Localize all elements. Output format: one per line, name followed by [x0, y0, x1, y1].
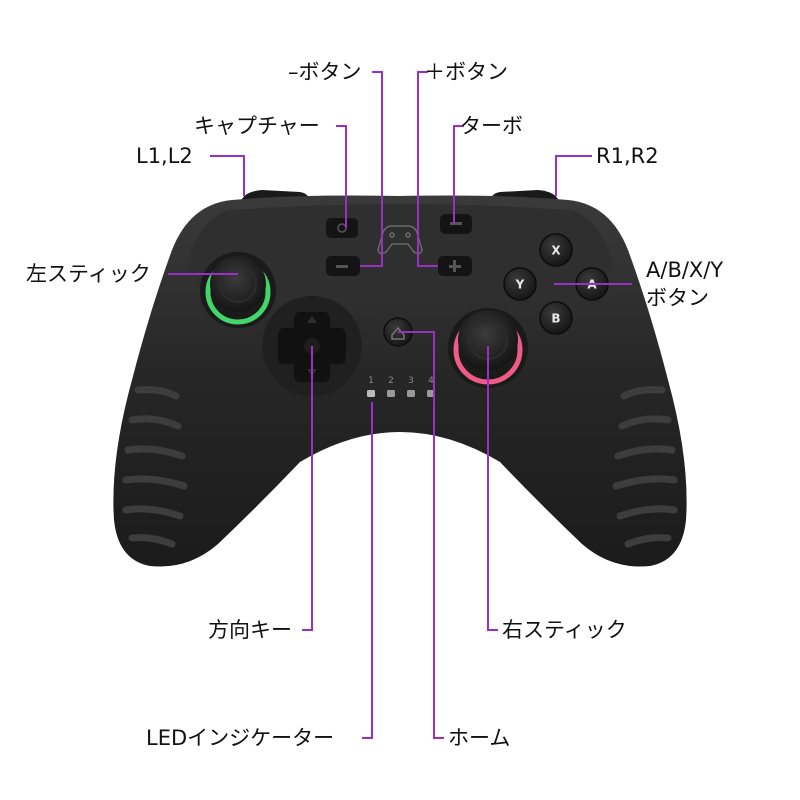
left-grip — [122, 386, 188, 548]
leader-minus — [360, 71, 383, 267]
leader-dpad — [302, 346, 313, 631]
face-button-b[interactable]: B — [539, 301, 573, 335]
leader-lines — [168, 71, 632, 739]
label-right-stick: 右スティック — [502, 618, 627, 642]
leader-turbo — [453, 125, 464, 224]
leader-home — [398, 331, 444, 739]
face-button-b-label: B — [551, 312, 560, 326]
minus-button[interactable] — [326, 256, 360, 276]
label-r1r2: R1,R2 — [596, 144, 659, 168]
leader-led — [362, 402, 373, 739]
face-button-y[interactable]: Y — [503, 267, 537, 301]
leader-right-stick — [487, 346, 498, 631]
label-led: LEDインジケーター — [146, 726, 335, 750]
label-home: ホーム — [448, 726, 511, 750]
face-button-x-label: X — [551, 244, 561, 258]
right-grip — [612, 386, 678, 548]
left-stick[interactable] — [200, 252, 276, 328]
label-abxy-line1: A/B/X/Y — [646, 258, 724, 282]
label-capture: キャプチャー — [194, 114, 320, 138]
player-led-number: 4 — [428, 376, 434, 386]
face-button-y-label: Y — [515, 278, 525, 292]
turbo-button[interactable] — [440, 214, 472, 234]
label-abxy: A/B/X/Y ボタン — [646, 256, 723, 312]
label-dpad: 方向キー — [208, 618, 292, 642]
player-led-number: 2 — [388, 376, 394, 386]
player-led-light — [367, 390, 375, 397]
leader-r1r2 — [555, 155, 592, 196]
player-led-light — [387, 390, 395, 397]
player-led-number: 1 — [368, 376, 374, 386]
leader-plus — [417, 71, 438, 267]
label-abxy-line2: ボタン — [646, 286, 709, 310]
player-led-number: 3 — [408, 376, 414, 386]
leader-l1l2 — [210, 155, 245, 196]
capture-button[interactable] — [326, 218, 358, 238]
face-button-x[interactable]: X — [539, 233, 573, 267]
player-led-light — [407, 390, 415, 397]
label-plus-button: ＋ボタン — [424, 60, 508, 84]
label-left-stick: 左スティック — [26, 262, 151, 286]
label-l1l2: L1,L2 — [136, 144, 193, 168]
leader-capture — [336, 125, 347, 228]
plus-button[interactable] — [438, 256, 472, 276]
label-minus-button: –ボタン — [288, 60, 362, 84]
label-turbo: ターボ — [460, 114, 523, 138]
